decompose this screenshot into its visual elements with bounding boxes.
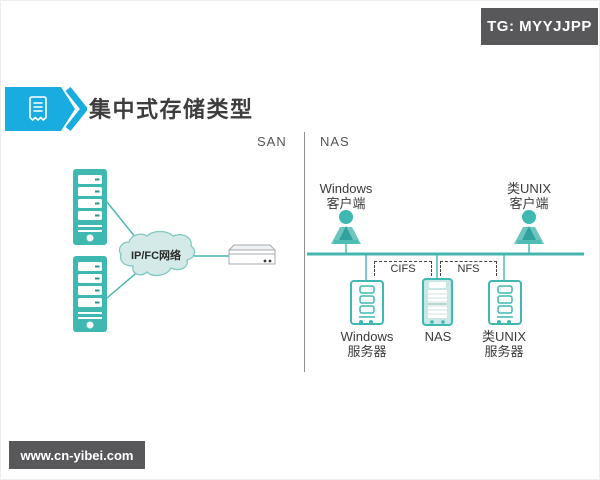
unix-server-icon xyxy=(488,280,522,330)
tag-banner-label: TG: MYYJJPP xyxy=(487,18,592,35)
client-label-line: 类UNIX xyxy=(506,181,552,196)
nfs-protocol-box: NFS xyxy=(440,261,497,276)
client-user-icon xyxy=(328,209,364,252)
unix-client-label: 类UNIX 客户端 xyxy=(484,181,574,212)
windows-client-label: Windows 客户端 xyxy=(301,181,391,212)
tower-server-icon xyxy=(73,169,107,250)
cifs-label: CIFS xyxy=(390,263,416,275)
nas-server-label: NAS xyxy=(393,329,483,344)
watermark-text: www.cn-yibei.com xyxy=(20,447,134,463)
windows-server-icon xyxy=(350,280,384,330)
title-banner xyxy=(5,86,89,132)
nas-server-icon xyxy=(422,278,453,331)
watermark-banner: www.cn-yibei.com xyxy=(9,441,145,469)
network-cloud-icon xyxy=(113,228,199,284)
client-label-line: 客户端 xyxy=(326,196,366,212)
cloud-label: IP/FC网络 xyxy=(130,250,182,262)
server-label-line: Windows xyxy=(340,329,394,344)
disk-array-icon xyxy=(227,240,277,273)
nfs-label: NFS xyxy=(457,263,480,275)
server-label-line: NAS xyxy=(424,329,452,344)
cifs-protocol-box: CIFS xyxy=(374,261,432,276)
unix-server-label: 类UNIX 服务器 xyxy=(459,329,549,360)
page-title: 集中式存储类型 xyxy=(89,97,254,122)
server-label-line: 类UNIX xyxy=(481,329,527,344)
server-label-line: 服务器 xyxy=(484,344,524,360)
section-divider xyxy=(304,132,305,372)
client-label-line: Windows xyxy=(319,181,373,196)
windows-server-label: Windows 服务器 xyxy=(322,329,412,360)
san-section-label: SAN xyxy=(257,134,287,149)
server-label-line: 服务器 xyxy=(347,344,387,360)
client-user-icon xyxy=(511,209,547,252)
nas-section-label: NAS xyxy=(320,134,350,149)
tower-server-icon xyxy=(73,256,107,337)
tag-banner: TG: MYYJJPP xyxy=(481,8,598,45)
client-label-line: 客户端 xyxy=(509,196,549,212)
document-icon xyxy=(5,86,89,135)
